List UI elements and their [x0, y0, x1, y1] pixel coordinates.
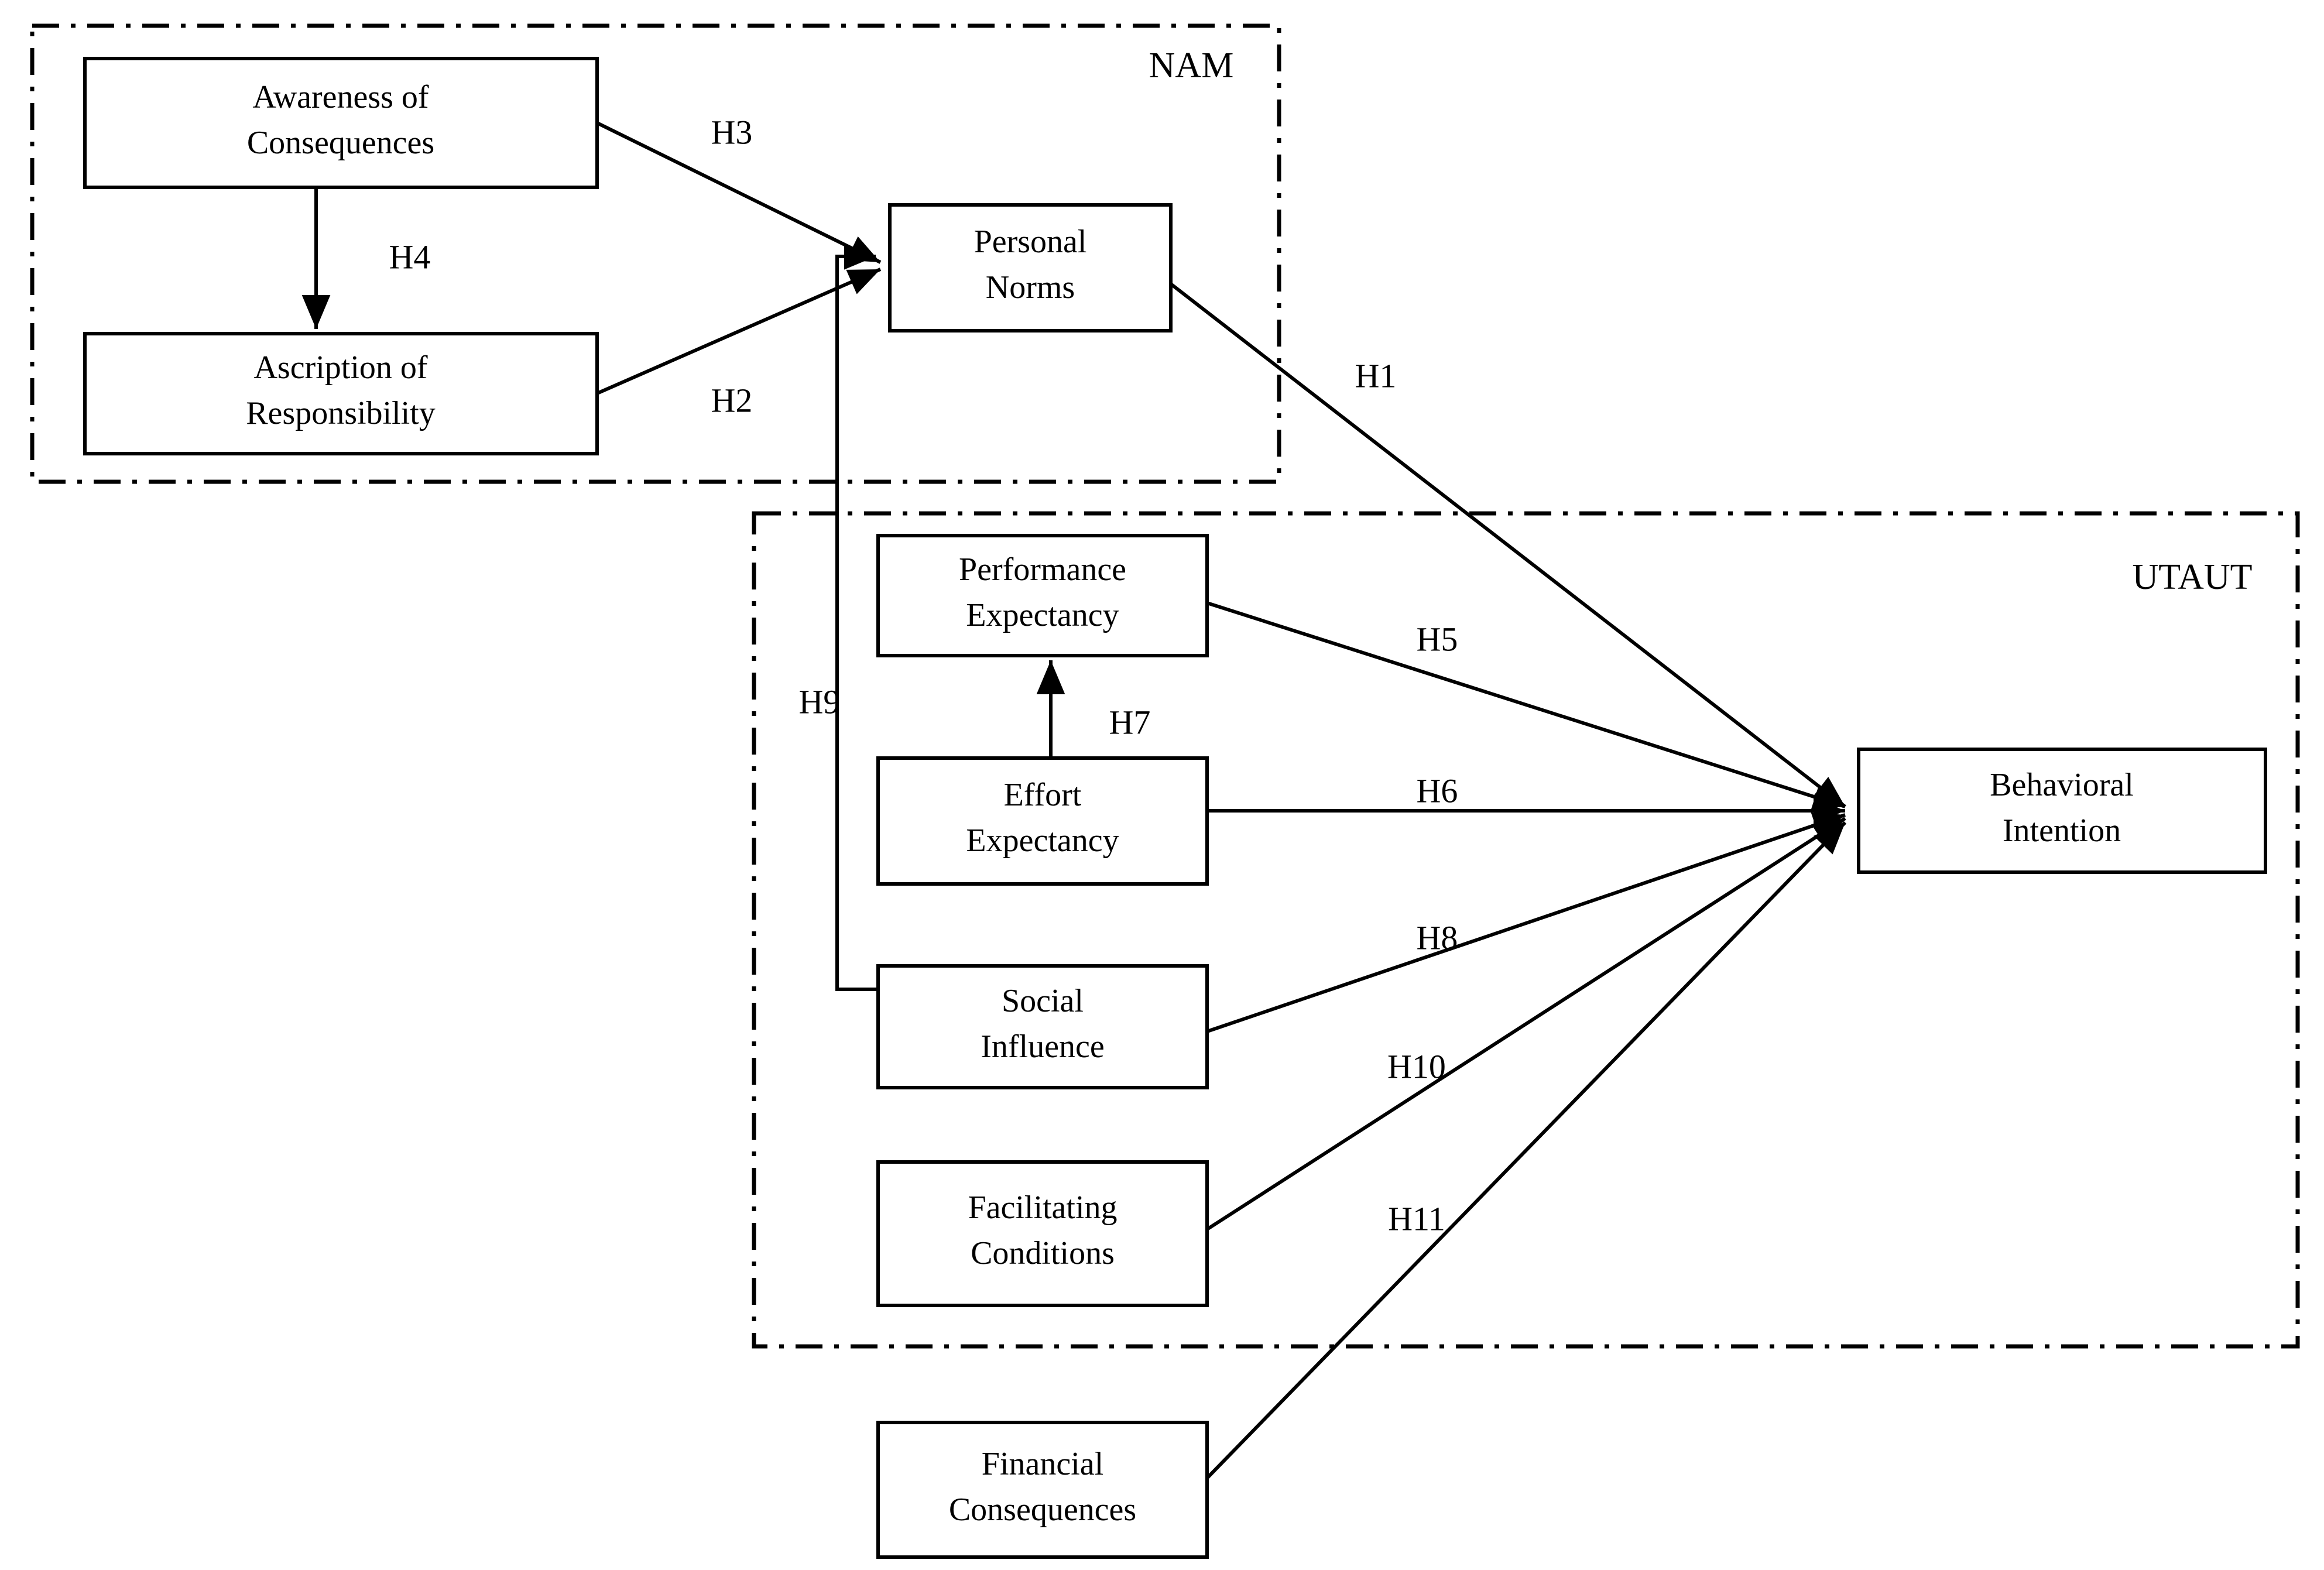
construct-label-social-influence: Influence	[981, 1029, 1104, 1065]
construct-label-performance-expectancy: Expectancy	[966, 597, 1119, 633]
hypothesis-label-h9: H9	[799, 683, 841, 721]
construct-label-facilitating-conditions: Facilitating	[968, 1190, 1117, 1226]
construct-label-personal-norms: Personal	[974, 224, 1087, 260]
construct-label-social-influence: Social	[1002, 983, 1084, 1019]
group-frames	[30, 23, 2300, 1349]
arrow-head-h7	[1036, 660, 1065, 694]
hypothesis-label-h7: H7	[1109, 703, 1151, 741]
construct-label-ascription-of-responsibility: Ascription of	[253, 349, 427, 386]
group-frame-utaut	[752, 511, 2300, 1349]
path-h3	[596, 121, 882, 264]
hypothesis-label-h10: H10	[1387, 1047, 1446, 1085]
construct-label-awareness-of-consequences: Consequences	[247, 125, 434, 161]
construct-box-personal-norms[interactable]	[888, 203, 1173, 332]
group-frame-nam	[30, 23, 1281, 484]
construct-label-effort-expectancy: Expectancy	[966, 822, 1119, 859]
construct-label-behavioral-intention: Intention	[2003, 813, 2121, 849]
construct-box-social-influence[interactable]	[876, 964, 1209, 1089]
hypothesis-label-h4: H4	[389, 238, 431, 276]
construct-box-financial-consequences[interactable]	[876, 1421, 1209, 1559]
group-label-nam: NAM	[1149, 46, 1234, 85]
hypothesis-label-h5: H5	[1417, 620, 1458, 658]
path-h9	[835, 255, 878, 991]
construct-label-personal-norms: Norms	[986, 269, 1075, 306]
hypothesis-label-h6: H6	[1417, 772, 1458, 810]
construct-label-facilitating-conditions: Conditions	[971, 1235, 1115, 1271]
construct-box-awareness-of-consequences[interactable]	[83, 57, 599, 189]
path-h8	[1206, 813, 1846, 1033]
construct-box-effort-expectancy[interactable]	[876, 756, 1209, 886]
construct-box-facilitating-conditions[interactable]	[876, 1160, 1209, 1307]
construct-label-financial-consequences: Consequences	[949, 1492, 1136, 1528]
group-frame-labels: NAM UTAUT	[1149, 46, 2253, 597]
hypothesis-label-h8: H8	[1417, 918, 1458, 957]
construct-label-effort-expectancy: Effort	[1004, 777, 1082, 813]
path-h2	[596, 268, 882, 395]
path-h1	[1170, 282, 1846, 808]
hypothesis-label-h2: H2	[711, 381, 753, 419]
arrow-head-h2	[846, 269, 880, 294]
path-h11	[1205, 821, 1847, 1480]
arrow-head-h4	[301, 295, 331, 329]
construct-label-ascription-of-responsibility: Responsibility	[246, 395, 436, 431]
construct-label-awareness-of-consequences: Awareness of	[252, 79, 429, 115]
hypothesis-label-h11: H11	[1388, 1199, 1445, 1238]
construct-box-performance-expectancy[interactable]	[876, 534, 1209, 657]
hypothesis-label-h3: H3	[711, 113, 753, 151]
construct-label-financial-consequences: Financial	[982, 1446, 1103, 1482]
arrow-head-h11	[1814, 822, 1845, 855]
path-h5	[1206, 601, 1846, 808]
construct-label-behavioral-intention: Behavioral	[1990, 767, 2134, 803]
group-label-utaut: UTAUT	[2132, 557, 2252, 597]
construct-box-ascription-of-responsibility[interactable]	[83, 332, 599, 455]
arrow-head-h9	[844, 243, 876, 270]
path-lines	[314, 121, 1847, 1480]
construct-box-behavioral-intention[interactable]	[1857, 748, 2267, 874]
hypothesis-label-h1: H1	[1355, 356, 1397, 395]
arrow-heads	[301, 236, 1845, 855]
construct-label-performance-expectancy: Performance	[959, 551, 1126, 588]
path-h10	[1206, 817, 1846, 1231]
construct-boxes	[83, 57, 2267, 1559]
